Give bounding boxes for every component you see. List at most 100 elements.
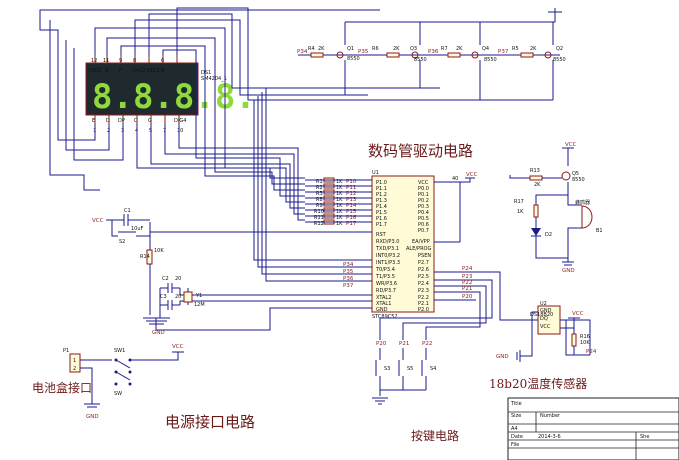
transistor-ref: Q4 [482, 46, 489, 52]
net-label: P10 [346, 179, 357, 185]
net-label: P35 [358, 49, 369, 55]
display-top-pin: 9 [119, 58, 122, 64]
ds18b20-pin: DQ [540, 316, 548, 322]
mcu-pin-label: P1.0 [376, 180, 387, 186]
display-top-seg: DIG2 [133, 68, 145, 74]
resistor-ref: R6 [372, 46, 379, 52]
resistor-icon [310, 52, 324, 58]
transistor-part: 8550 [414, 57, 427, 63]
connector-pin: 2 [73, 366, 76, 372]
ds18b20-res-value: 10K [580, 340, 590, 346]
display-bottom-pins: 1 2 3 4 5 7 10 E D DP C G DIG4 [92, 115, 186, 134]
title-block-file: File [511, 442, 519, 448]
mcu-pin-label: P0.0 [418, 186, 429, 192]
resistor-ref: R1 [316, 179, 323, 185]
display-bottom-seg: DIG4 [174, 118, 186, 124]
net-label: P37 [343, 283, 354, 289]
display-top-pin: 12 [91, 58, 97, 64]
title-block: Title Size Number A4 Date 2014-3-6 File … [507, 397, 679, 460]
title-block-size-value: A4 [511, 426, 518, 432]
mcu-pin-label: P2.5 [418, 274, 429, 280]
buzzer-circuit: VCC R13 2K Q5 8550 R17 1K D2 蜂鸣器 B1 GND [509, 142, 603, 274]
button-s3[interactable]: S3 [375, 348, 390, 396]
mcu-pin-label: P0.4 [418, 210, 429, 216]
mcu-pin-stubs [149, 88, 591, 355]
title-block-title: Title [510, 401, 522, 407]
resistor-value: 2K [456, 46, 463, 52]
mcu-pin-label: P2.3 [418, 288, 429, 294]
reset-vcc: VCC [92, 218, 104, 224]
mcu-pin-label: P2.0 [418, 307, 429, 313]
button-s4[interactable]: S4 [421, 348, 436, 390]
resistor-ref: R11 [314, 215, 324, 221]
mcu-pin-label: P1.1 [376, 186, 387, 192]
crystal-c2-ref: C2 [162, 276, 169, 282]
title-block-frame [507, 397, 679, 460]
power-connector-ref: P1 [63, 348, 69, 354]
mcu-pin-label: P1.4 [376, 204, 387, 210]
mcu-pin-label: P2.2 [418, 295, 429, 301]
transistor-icon [336, 51, 344, 59]
title-block-size: Size [511, 413, 521, 419]
buzzer-q-ref: Q5 [572, 171, 579, 177]
net-label: P16 [346, 215, 357, 221]
net-label: P24 [462, 266, 473, 272]
net-label: P22 [422, 341, 432, 347]
buzzer-icon [581, 205, 593, 229]
transistor-ref: Q1 [347, 46, 354, 52]
buzzer-led-ref: D2 [545, 232, 552, 238]
battery-title: 电池盒接口 [32, 380, 92, 395]
mcu-pin-label: P2.7 [418, 260, 429, 266]
resistor-icon [386, 52, 400, 58]
resistor-value: 1K [336, 215, 343, 221]
mcu-u1: U1 STC89C52 40 VCC P1.0 P1.1 P1.2 P1.3 P… [149, 88, 591, 355]
mcu-p3-nets: P34 P35 P36 P37 [343, 262, 354, 289]
net-label: P21 [399, 341, 409, 347]
resistor-value: 2K [393, 46, 400, 52]
mcu-pin-label: VCC [418, 180, 429, 186]
crystal-c3-value: 20 [175, 294, 181, 300]
mcu-pin-label: TXD/P3.1 [375, 246, 399, 252]
buzzer-r13-value: 2K [534, 182, 541, 188]
ds18b20-circuit: U2 GND DQ VCC DS18B20 VCC R16 10K P24 GN… [496, 301, 597, 362]
title-block-date-value: 2014-3-6 [538, 434, 561, 440]
crystal-c3-ref: C3 [160, 294, 167, 300]
mcu-pin-label: GND [376, 307, 388, 313]
resistor-value: 2K [530, 46, 537, 52]
resistor-ref: R3 [316, 191, 323, 197]
power-gnd: GND [86, 414, 99, 420]
crystal-icon [183, 291, 193, 303]
mcu-pin-label: RXD/P3.0 [376, 239, 399, 245]
resistor-ref: R4 [308, 46, 315, 52]
power-switch[interactable]: SW [114, 358, 132, 398]
display-bottom-seg: C [134, 118, 138, 124]
resistor-icon [447, 52, 461, 58]
ds18b20-pin: VCC [540, 324, 551, 330]
buzzer-gnd: GND [562, 268, 575, 274]
crystal-circuit: C2 20 C3 20 Y1 12M GND [152, 276, 205, 336]
reset-res-value: 10K [154, 248, 164, 254]
resistor-value: 1K [336, 203, 343, 209]
resistor-icon [520, 52, 534, 58]
mcu-pin-label: P0.6 [418, 222, 429, 228]
display-digits: 8.8.8.8. [92, 77, 256, 117]
mcu-pin-label: T1/P3.5 [375, 274, 395, 280]
transistor-q2: P37 R5 2K Q2 8550 [498, 46, 566, 63]
mcu-pin-label: P0.2 [418, 198, 429, 204]
buzzer-ref: B1 [596, 228, 603, 234]
ds18b20-part: DS18B20 [530, 312, 553, 318]
resistor-icon [533, 204, 539, 218]
mcu-pin-label: P1.7 [376, 222, 387, 228]
mcu-left-pins: P1.0 P1.1 P1.2 P1.3 P1.4 P1.5 P1.6 P1.7 … [375, 180, 400, 313]
button-s5[interactable]: S5 [398, 348, 413, 390]
mcu-pin-label: INT0/P3.2 [376, 253, 400, 259]
net-label: P22 [462, 280, 472, 286]
resistor-array-nets: P10 P11 P12 P13 P14 P15 P16 P17 [346, 179, 357, 227]
buzzer-q-part: 8550 [572, 177, 585, 183]
crystal-c2-value: 20 [175, 276, 181, 282]
mcu-pin-label: WR/P3.6 [376, 281, 397, 287]
button-ref: S5 [407, 366, 413, 372]
mcu-body [371, 175, 435, 313]
connector-pin: 1 [73, 358, 76, 364]
net-label: P20 [376, 341, 387, 347]
